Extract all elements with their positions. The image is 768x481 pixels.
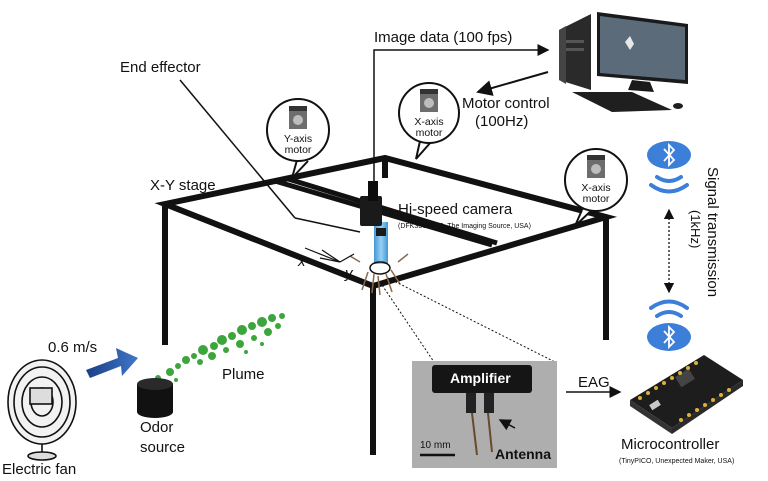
amplifier-label: Amplifier [450,370,511,386]
electric-fan-icon [7,359,77,461]
image-data-label: Image data (100 fps) [374,29,513,46]
motor-x2-line2: motor [582,192,610,205]
odor-source-icon [137,378,173,418]
wifi-signal-icon [649,299,689,318]
bluetooth-icon [647,141,691,169]
end-effector-label: End effector [120,59,201,76]
wind-arrow [86,348,138,378]
motor-x1-line1: X-axis [414,116,444,128]
motor-x2-label: X-axis motor [576,183,616,204]
amplifier-photo [412,361,557,468]
plume-label: Plume [222,366,265,383]
xy-stage-frame [154,154,618,455]
motor-y-line1: Y-axis [283,133,313,145]
electric-fan-label: Electric fan [2,461,77,478]
end-effector-pointer [179,79,296,219]
bluetooth-icon [647,323,691,351]
hs-camera-label: Hi-speed camera [398,201,513,218]
microcontroller-label: Microcontroller [621,436,720,453]
motor-x2-line1: X-axis [581,182,611,194]
motor-bubble-x1 [398,82,460,160]
microcontroller-model: (TinyPICO, Unexpected Maker, USA) [619,458,735,465]
axis-y-label: y [345,265,353,282]
xy-axes [304,247,355,263]
motor-control-label: Motor control [462,95,550,112]
motor-bubble-y [266,98,330,179]
motor-x1-label: X-axis motor [409,117,449,138]
wind-speed-label: 0.6 m/s [48,339,98,356]
wifi-signal-icon [649,175,689,194]
zoom-line-left [379,281,435,363]
image-data-arrow [373,44,550,181]
computer-icon [559,12,688,112]
axis-x-label: x [298,253,306,270]
insect-icon [349,253,409,296]
xy-stage-label: X-Y stage [150,177,216,194]
motor-x1-line2: motor [415,126,443,139]
motor-control-arrow [476,71,549,96]
odor-source-label-1: Odor [140,419,174,436]
stage-rail [284,175,498,246]
motor-control-rate: (100Hz) [475,113,529,130]
zoom-line-right [387,277,556,363]
antenna-label: Antenna [495,446,551,462]
plume-cloud [155,313,285,382]
signal-rate-label: (1kHz) [688,210,703,249]
microcontroller-board-icon [630,355,743,434]
odor-source-label-2: source [140,439,186,456]
hs-camera-model: (DFK33UX273, The Imaging Source, USA) [398,223,531,230]
eag-label: EAG [578,374,610,391]
motor-y-label: Y-axis motor [278,134,318,155]
motor-y-line2: motor [284,143,312,156]
end-effector-pointer-2 [294,217,361,233]
signal-transmission-label: Signal transmission [704,167,721,298]
camera-icon [360,181,386,236]
scale-bar-label: 10 mm [420,440,451,451]
motor-bubble-x2 [564,148,628,227]
